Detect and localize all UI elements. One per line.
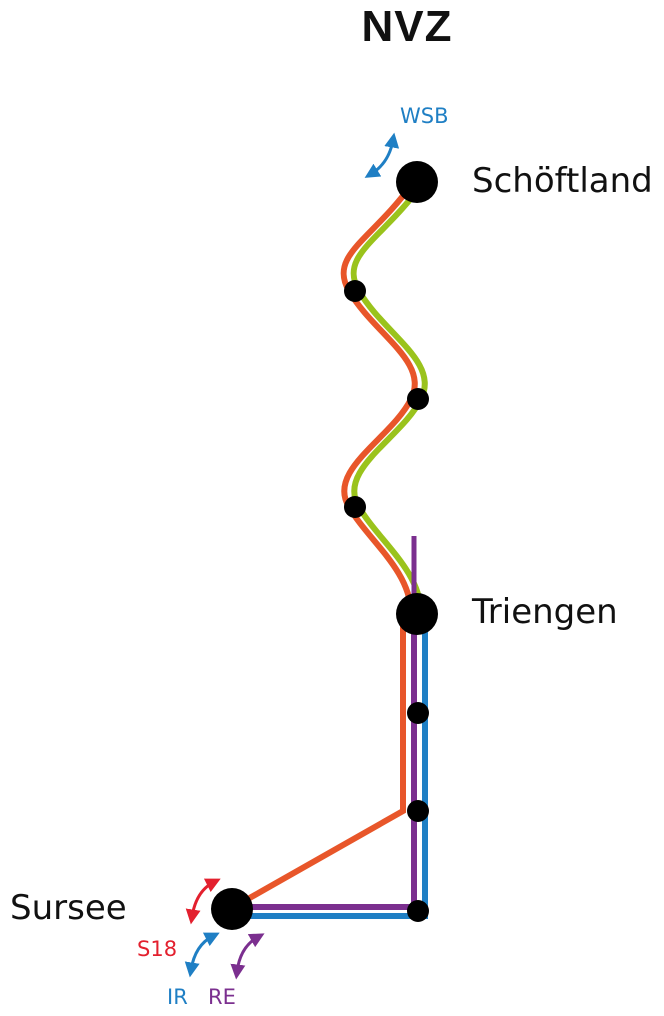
line-label-wsb: WSB (400, 104, 449, 128)
s18-direction-arrow (185, 878, 221, 925)
station-dot-triengen[interactable] (396, 593, 438, 635)
diagram-title: NVZ (361, 2, 453, 51)
stop-dot[interactable] (344, 496, 366, 518)
wsb-direction-arrow (364, 132, 400, 178)
stop-dot[interactable] (407, 900, 429, 922)
station-label-sursee: Sursee (10, 888, 127, 928)
stop-dot[interactable] (407, 388, 429, 410)
re-direction-arrow (230, 933, 265, 980)
station-label-schoeftland: Schöftland (472, 161, 653, 201)
ir-direction-arrow (184, 932, 220, 978)
station-dot-schoeftland[interactable] (396, 161, 438, 203)
station-label-triengen: Triengen (472, 592, 618, 632)
orange-route-line (340, 181, 418, 615)
orange-route-line-south (230, 612, 406, 911)
stop-dot[interactable] (344, 280, 366, 302)
stop-dot[interactable] (407, 702, 429, 724)
stop-dot[interactable] (407, 800, 429, 822)
station-dot-sursee[interactable] (211, 888, 253, 930)
purple-route-line (232, 612, 417, 910)
line-label-re: RE (208, 985, 236, 1009)
blue-route-line (232, 612, 428, 919)
line-label-ir: IR (167, 985, 188, 1009)
line-label-s18: S18 (137, 937, 178, 961)
